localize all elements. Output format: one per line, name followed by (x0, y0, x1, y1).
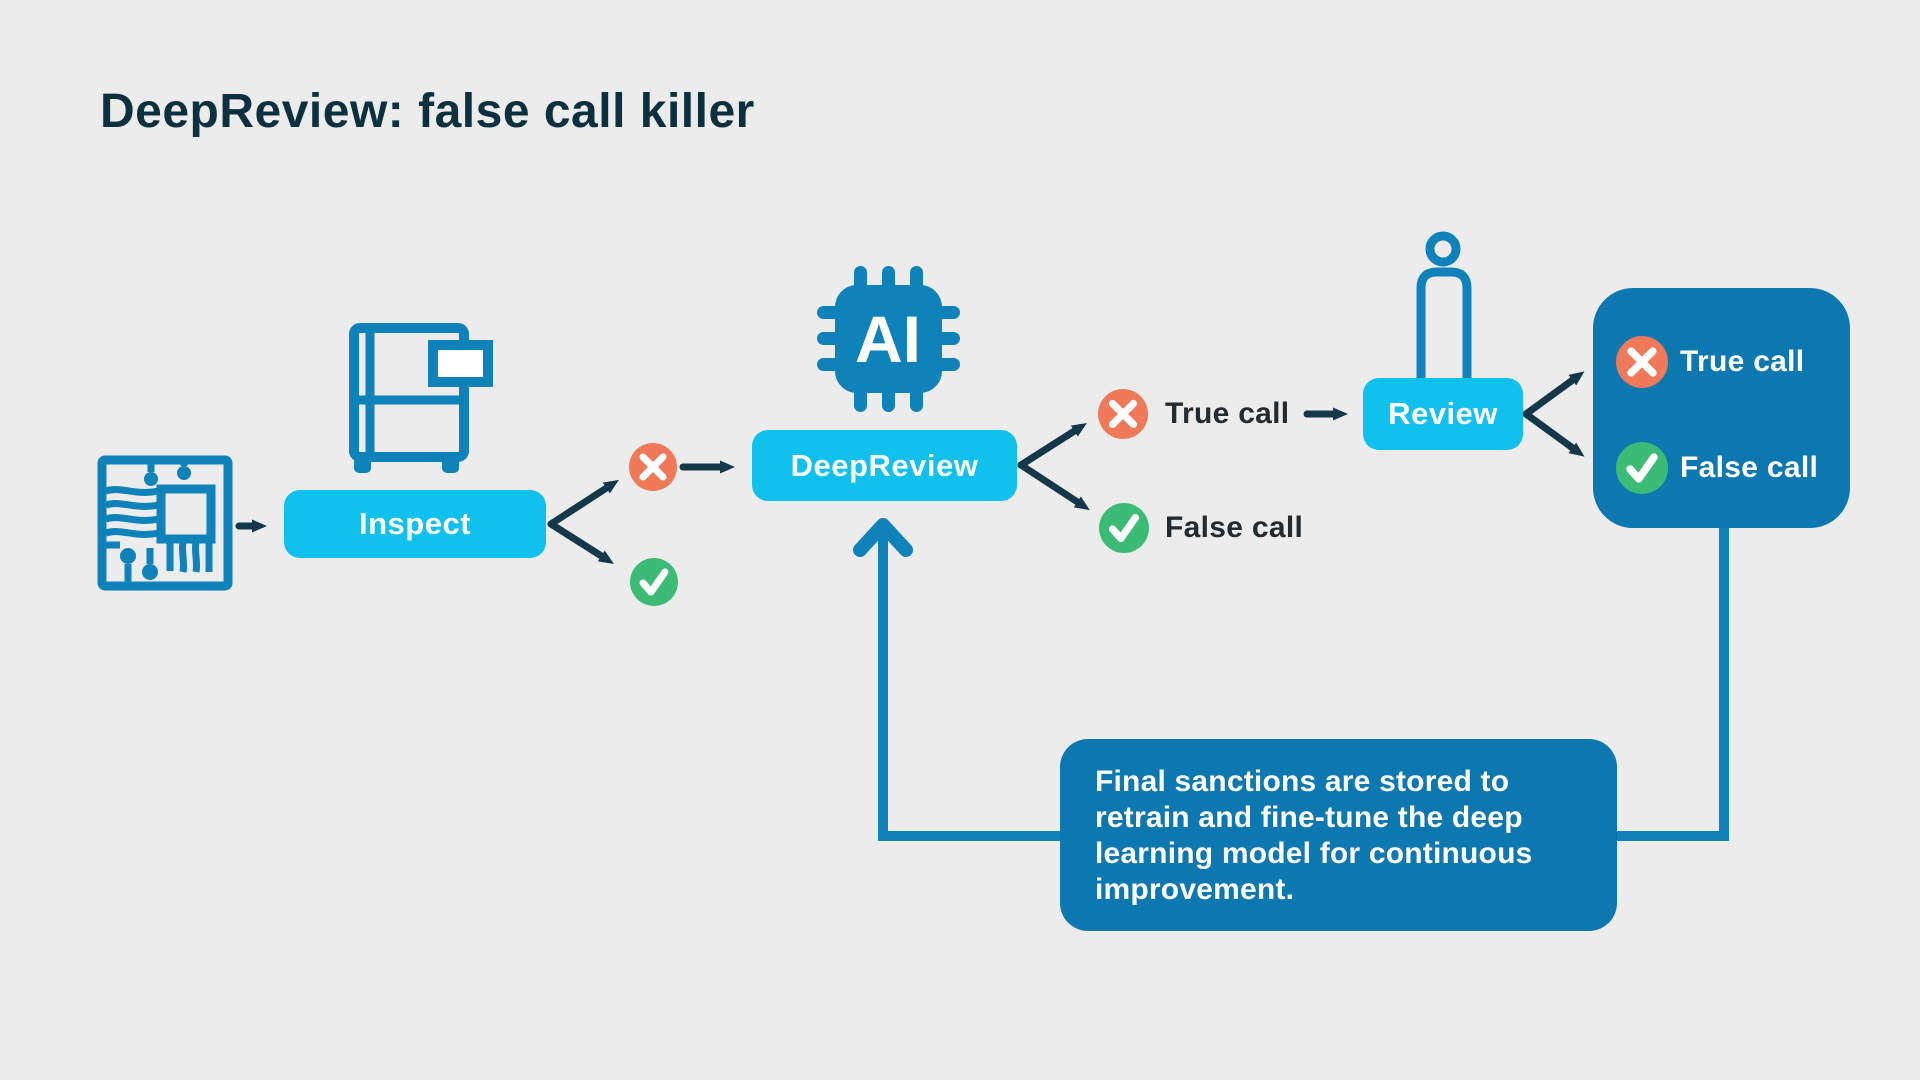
false-call-badge-icon (1099, 503, 1149, 553)
outcome-row-true-call: True call (1616, 336, 1804, 388)
pass-badge-icon (630, 558, 678, 606)
check-icon (1108, 513, 1140, 543)
outcome-false-call-label: False call (1680, 451, 1819, 484)
outcome-row-false-call: False call (1616, 442, 1818, 494)
arrow-deepreview-to-truecall (1017, 423, 1087, 469)
feedback-arrowhead-icon (853, 518, 913, 557)
feedback-note-line: improvement. (1095, 873, 1295, 906)
true-call-badge-icon (1098, 389, 1148, 439)
deepreview-node-label: DeepReview (790, 447, 979, 483)
arrow-inspect-to-pass (547, 520, 614, 564)
arrow-review-to-truecall (1522, 371, 1585, 418)
feedback-note-box: Final sanctions are stored to retrain an… (1060, 739, 1617, 931)
x-icon (1108, 399, 1138, 429)
ai-chip-label: AI (855, 302, 921, 376)
operator-person-icon (1416, 231, 1472, 382)
feedback-note-line: Final sanctions are stored to (1095, 765, 1510, 798)
feedback-note-line: retrain and fine-tune the deep (1095, 801, 1523, 834)
true-call-label: True call (1165, 397, 1290, 430)
x-icon (639, 453, 667, 481)
false-call-badge-icon (1616, 442, 1668, 494)
reject-badge-icon (629, 443, 677, 491)
check-icon (639, 568, 669, 596)
inspect-node-label: Inspect (358, 506, 472, 541)
inspection-machine-icon (349, 323, 493, 473)
deepreview-node: DeepReview (752, 430, 1017, 501)
review-outcome-box: True call False call (1593, 288, 1850, 528)
review-node-label: Review (1388, 396, 1498, 431)
page-title: DeepReview: false call killer (100, 85, 755, 138)
true-call-badge-icon (1616, 336, 1668, 388)
false-call-label: False call (1165, 511, 1304, 544)
arrow-deepreview-to-falsecall (1017, 461, 1090, 511)
feedback-loop-line (878, 522, 1729, 841)
check-icon (1626, 453, 1658, 483)
inspect-node: Inspect (284, 490, 546, 558)
ai-chip-icon: AI (817, 266, 960, 412)
arrow-review-to-falsecall (1522, 410, 1585, 457)
feedback-note-line: learning model for continuous (1095, 837, 1533, 870)
pcb-icon (97, 455, 233, 591)
review-node: Review (1363, 378, 1523, 450)
arrow-inspect-to-reject (547, 479, 619, 528)
outcome-true-call-label: True call (1680, 345, 1805, 378)
flow-arrows (235, 371, 1585, 564)
x-icon (1627, 347, 1657, 377)
